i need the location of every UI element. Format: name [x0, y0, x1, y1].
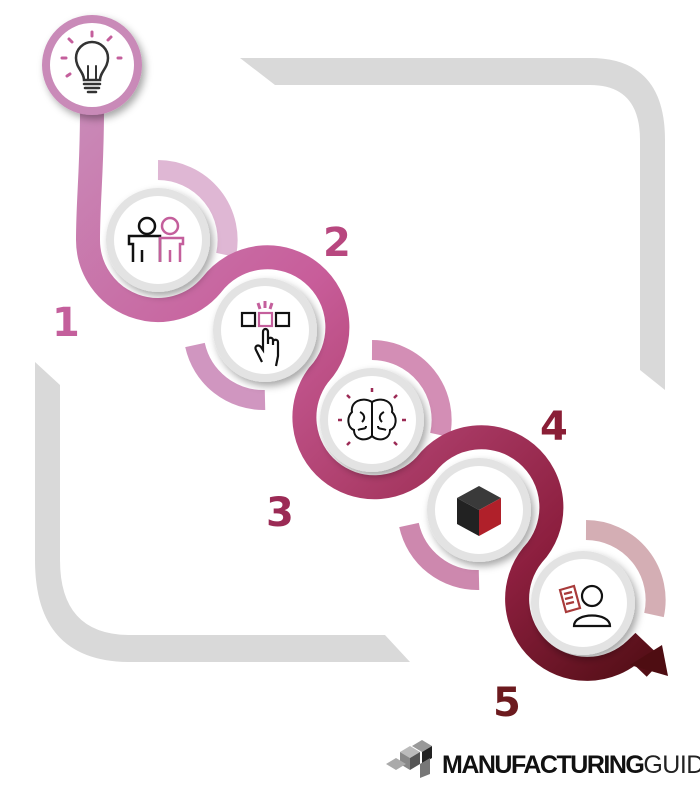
frame-bottom-left — [35, 362, 410, 662]
brain-icon — [338, 388, 406, 446]
lightbulb-icon — [60, 30, 123, 94]
step-3-number: 3 — [266, 490, 294, 536]
logo-text-bold: MANUFACTURING — [442, 751, 643, 779]
logo-text: MANUFACTURINGGUIDE — [442, 751, 700, 779]
step-4-node — [427, 458, 531, 562]
logo-cubes-icon — [386, 740, 432, 778]
selection-hand-icon — [240, 301, 291, 367]
path-arrow-tip — [630, 645, 668, 676]
step-5-number: 5 — [493, 680, 521, 726]
frame-top-right — [240, 58, 665, 390]
teamwork-icon — [127, 216, 185, 262]
start-node — [42, 15, 142, 115]
user-document-icon — [558, 584, 612, 628]
step-2-number: 2 — [323, 220, 351, 266]
cube-icon — [457, 486, 501, 536]
step-1-number: 1 — [52, 300, 80, 346]
step-1-node — [106, 188, 210, 292]
step-4-number: 4 — [540, 404, 568, 450]
logo-text-light: GUIDE — [643, 751, 700, 779]
step-3-node — [320, 368, 424, 472]
process-path — [75, 109, 664, 681]
secondary-arcs — [157, 160, 666, 618]
step-2-node — [213, 278, 317, 382]
manufacturing-guide-logo: MANUFACTURINGGUIDE — [386, 740, 700, 779]
step-5-node — [531, 551, 635, 655]
